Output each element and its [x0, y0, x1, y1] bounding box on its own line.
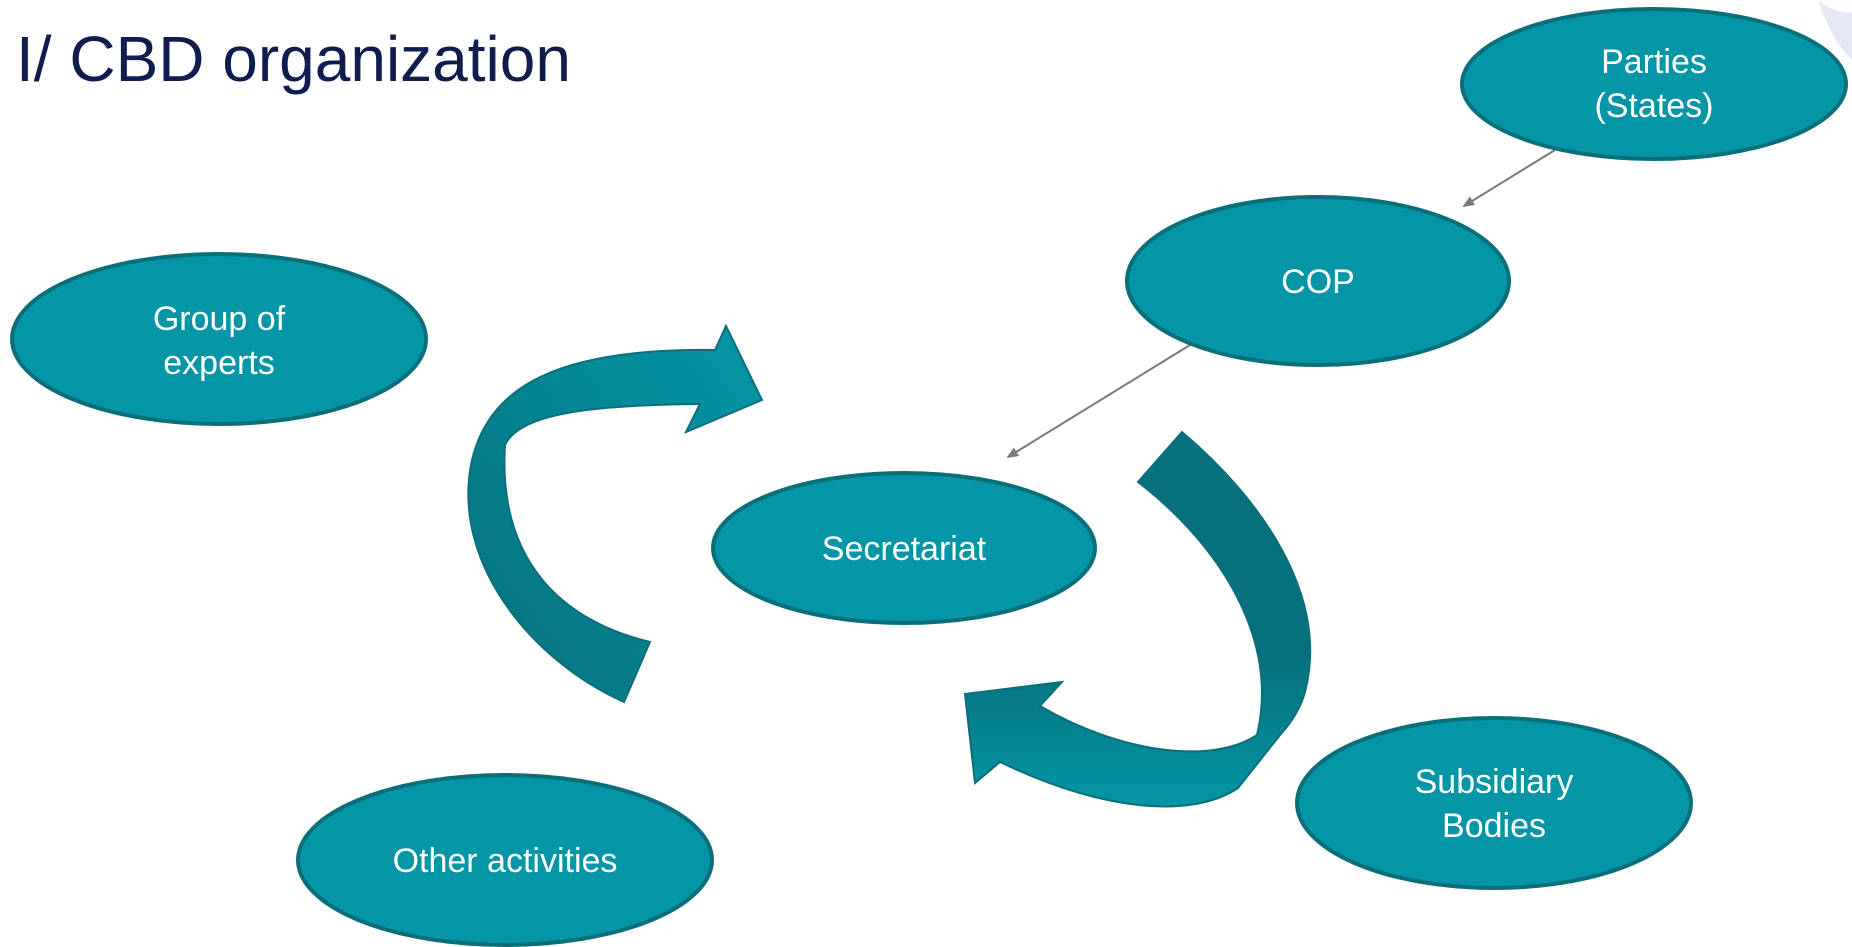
- node-cop: COP: [1125, 195, 1511, 367]
- node-subsidiary-bodies: Subsidiary Bodies: [1295, 716, 1693, 890]
- curved-arrow-right: [963, 430, 1311, 808]
- corner-swirl-decoration: [1818, 0, 1852, 60]
- node-parties: Parties (States): [1460, 7, 1848, 161]
- node-secretariat: Secretariat: [711, 471, 1097, 625]
- page-title: I/ CBD organization: [16, 23, 571, 95]
- node-label-line: Parties: [1601, 43, 1707, 81]
- node-label-line: Bodies: [1442, 807, 1546, 845]
- node-label-line: Secretariat: [822, 530, 987, 568]
- node-other-activities: Other activities: [296, 773, 714, 947]
- node-label-line: Subsidiary: [1415, 763, 1574, 801]
- node-label-line: COP: [1281, 263, 1355, 301]
- connector-cop-to-secretariat: [1006, 344, 1191, 459]
- node-label-line: Other activities: [393, 842, 618, 880]
- node-label-line: experts: [163, 344, 275, 382]
- node-label-line: Group of: [153, 300, 286, 338]
- node-label-line: (States): [1594, 87, 1713, 125]
- node-group-of-experts: Group of experts: [10, 252, 428, 426]
- curved-arrow-left: [467, 323, 764, 704]
- connector-parties-to-cop: [1462, 149, 1556, 208]
